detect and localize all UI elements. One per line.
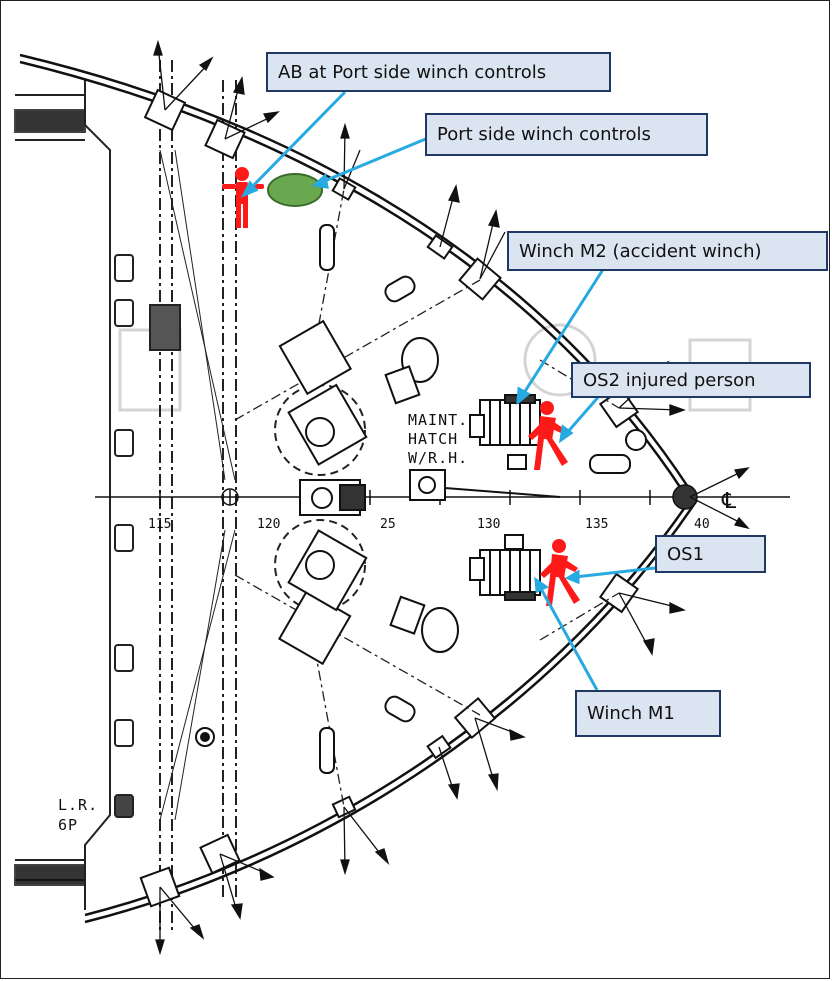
svg-text:120: 120 — [257, 517, 280, 532]
svg-text:W/R.H.: W/R.H. — [408, 449, 468, 467]
svg-text:40: 40 — [694, 517, 710, 532]
deck-structure-left — [14, 60, 237, 930]
callout-winch-m1: Winch M1 — [575, 690, 721, 737]
svg-text:25: 25 — [380, 517, 396, 532]
mooring-line-arrows — [153, 39, 750, 956]
svg-text:130: 130 — [477, 517, 500, 532]
callout-winch-m2: Winch M2 (accident winch) — [507, 231, 828, 271]
callout-leader-lines — [240, 90, 656, 691]
svg-text:115: 115 — [148, 517, 171, 532]
callout-os1-label: OS1 — [667, 543, 705, 565]
callout-ab-label: AB at Port side winch controls — [278, 61, 547, 83]
lr-label: L.R. 6P — [58, 796, 98, 834]
os1-person-icon — [540, 539, 580, 606]
callout-winch-m2-label: Winch M2 (accident winch) — [519, 240, 762, 262]
callout-ab-port-winch-controls: AB at Port side winch controls — [266, 52, 611, 92]
svg-text:MAINT.: MAINT. — [408, 411, 468, 429]
winch-m2 — [469, 394, 541, 470]
port-winch-controls-marker — [267, 173, 323, 207]
svg-text:HATCH: HATCH — [408, 430, 458, 448]
callout-os2: OS2 injured person — [571, 362, 811, 398]
maint-hatch-label: MAINT. HATCH W/R.H. — [408, 411, 468, 467]
svg-text:6P: 6P — [58, 816, 78, 834]
frame-numbers: 115 120 25 130 135 40 ℄ — [148, 489, 737, 532]
svg-text:L.R.: L.R. — [58, 796, 98, 814]
svg-text:℄: ℄ — [721, 489, 737, 514]
callout-port-controls-label: Port side winch controls — [437, 124, 651, 145]
deck-equipment — [195, 224, 647, 774]
callout-os2-label: OS2 injured person — [583, 369, 756, 391]
ab-person-icon — [222, 167, 264, 228]
os2-person-icon — [528, 401, 568, 470]
svg-text:135: 135 — [585, 517, 608, 532]
winch-m1 — [469, 534, 541, 601]
callout-os1: OS1 — [655, 535, 766, 573]
callout-port-side-winch-controls: Port side winch controls — [425, 113, 708, 156]
callout-winch-m1-label: Winch M1 — [587, 703, 675, 724]
